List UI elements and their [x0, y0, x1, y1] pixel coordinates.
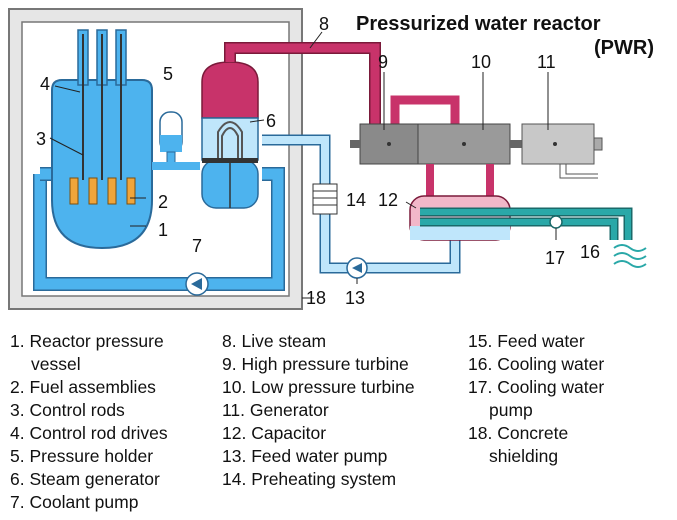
label-8: 8: [319, 14, 329, 34]
label-13: 13: [345, 288, 365, 308]
feed-water-line: [262, 134, 461, 274]
legend-item: 14. Preheating system: [222, 468, 415, 491]
label-7: 7: [192, 236, 202, 256]
legend-text: High pressure turbine: [241, 354, 409, 374]
legend-number: 5.: [10, 446, 25, 466]
legend-text: Control rods: [29, 400, 125, 420]
diagram-subtitle: (PWR): [594, 37, 654, 59]
legend-item: 16. Cooling water: [468, 353, 604, 376]
legend-number: 1.: [10, 331, 25, 351]
legend-text: Concrete: [497, 423, 569, 443]
legend-text: Low pressure turbine: [251, 377, 415, 397]
legend-item: 4. Control rod drives: [10, 422, 168, 445]
legend-number: 11.: [222, 400, 246, 420]
turbines: [350, 123, 511, 200]
legend-item: pump: [468, 399, 604, 422]
legend-text: Fuel assemblies: [29, 377, 156, 397]
legend-item: 9. High pressure turbine: [222, 353, 415, 376]
feed-water-pump: [346, 257, 368, 279]
legend-number: 15.: [468, 331, 493, 351]
legend-item: 11. Generator: [222, 399, 415, 422]
label-10: 10: [471, 52, 491, 72]
legend-number: 9.: [222, 354, 237, 374]
legend-text: Cooling water: [497, 354, 605, 374]
label-11: 11: [537, 52, 556, 72]
label-6: 6: [266, 111, 276, 131]
legend-item: 17. Cooling water: [468, 376, 604, 399]
label-3: 3: [36, 129, 46, 149]
legend-text: Reactor pressure: [29, 331, 164, 351]
label-17: 17: [545, 248, 565, 268]
legend-text: vessel: [31, 354, 81, 374]
legend-number: 17.: [468, 377, 493, 397]
legend-number: 12.: [222, 423, 247, 443]
legend-item: 2. Fuel assemblies: [10, 376, 168, 399]
label-1: 1: [158, 220, 168, 240]
live-steam-line: [224, 42, 460, 124]
legend-number: 6.: [10, 469, 25, 489]
legend-item: 7. Coolant pump: [10, 491, 168, 514]
legend-item: 15. Feed water: [468, 330, 604, 353]
coolant-pump: [185, 272, 209, 296]
legend-item: 8. Live steam: [222, 330, 415, 353]
legend-item: 13. Feed water pump: [222, 445, 415, 468]
pressure-holder: [152, 111, 200, 170]
fuel-assemblies: [69, 177, 136, 205]
legend-text: Generator: [249, 400, 329, 420]
legend-text: Steam generator: [29, 469, 160, 489]
legend-item: shielding: [468, 445, 604, 468]
legend-text: Capacitor: [251, 423, 327, 443]
steam-generator: [201, 61, 259, 209]
label-2: 2: [158, 192, 168, 212]
diagram-title: Pressurized water reactor: [356, 13, 601, 35]
legend-text: Control rod drives: [29, 423, 168, 443]
legend-text: Coolant pump: [29, 492, 139, 512]
legend-text: shielding: [489, 446, 559, 466]
legend-number: 3.: [10, 400, 25, 420]
legend-number: 10.: [222, 377, 247, 397]
legend-number: 13.: [222, 446, 247, 466]
cooling-water-loop: [420, 207, 647, 268]
label-9: 9: [378, 52, 388, 72]
legend-text: Feed water pump: [251, 446, 388, 466]
legend-item: vessel: [10, 353, 168, 376]
legend-number: 8.: [222, 331, 237, 351]
legend-number: 2.: [10, 377, 25, 397]
legend-text: pump: [489, 400, 533, 420]
label-12: 12: [378, 190, 398, 210]
legend-item: 10. Low pressure turbine: [222, 376, 415, 399]
leader-lines: [49, 31, 557, 299]
legend-item: 1. Reactor pressure: [10, 330, 168, 353]
legend-text: Pressure holder: [29, 446, 154, 466]
legend-text: Live steam: [241, 331, 327, 351]
generator: [510, 123, 603, 179]
label-14: 14: [346, 190, 366, 210]
legend-text: Feed water: [497, 331, 585, 351]
legend-item: 5. Pressure holder: [10, 445, 168, 468]
legend-number: 14.: [222, 469, 247, 489]
preheating-system: [312, 183, 338, 215]
legend-number: 7.: [10, 492, 25, 512]
label-4: 4: [40, 74, 50, 94]
legend-number: 16.: [468, 354, 493, 374]
legend-item: 18. Concrete: [468, 422, 604, 445]
legend-text: Cooling water: [497, 377, 605, 397]
legend-item: 12. Capacitor: [222, 422, 415, 445]
legend-item: 3. Control rods: [10, 399, 168, 422]
label-18: 18: [306, 288, 326, 308]
label-16: 16: [580, 242, 600, 262]
legend-number: 4.: [10, 423, 25, 443]
legend-item: 6. Steam generator: [10, 468, 168, 491]
legend-text: Preheating system: [251, 469, 397, 489]
legend-number: 18.: [468, 423, 493, 443]
control-rods: [82, 34, 122, 180]
label-5: 5: [163, 64, 173, 84]
